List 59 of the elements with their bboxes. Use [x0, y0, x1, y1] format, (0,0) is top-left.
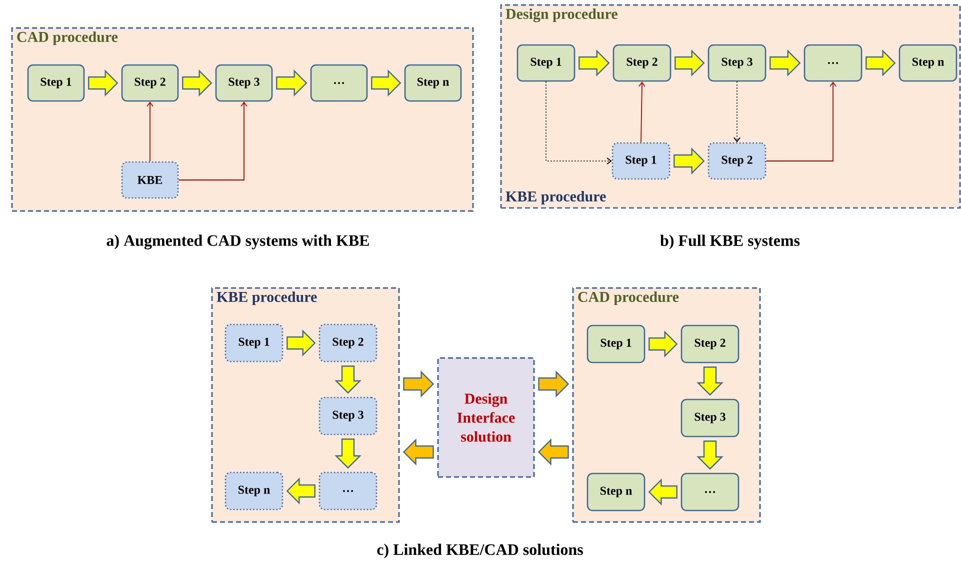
block-arrow [578, 50, 610, 76]
step-box: Step 1 [27, 64, 85, 102]
step-box: … [310, 64, 368, 102]
panel-caption: b) Full KBE systems [660, 234, 800, 250]
step-box: Step n [898, 44, 958, 82]
panel-heading: CAD procedure [578, 291, 679, 306]
panel-caption: c) Linked KBE/CAD solutions [377, 544, 583, 558]
step-box: Step 1 [516, 44, 576, 82]
panel-heading: Design procedure [506, 8, 618, 22]
dotted-arrow [546, 81, 612, 164]
block-arrow [770, 50, 801, 76]
step-box: Step 2 [318, 324, 378, 362]
block-arrow [538, 370, 570, 398]
step-box: Step 3 [318, 396, 378, 436]
block-arrow [696, 366, 724, 396]
step-box: Step 1 [586, 324, 646, 364]
connector-arrow [146, 102, 154, 162]
connector-arrow [766, 82, 836, 162]
step-box: Step 2 [680, 324, 740, 364]
step-box: Step 2 [612, 44, 672, 82]
block-arrow [648, 330, 678, 358]
block-arrow [182, 70, 212, 96]
step-box: Step 3 [708, 44, 766, 82]
panel-caption: a) Augmented CAD systems with KBE [106, 234, 369, 250]
step-box: Step n [404, 64, 462, 102]
connector-arrow [638, 82, 646, 143]
step-box: Step 1 [612, 142, 670, 180]
panel-heading: KBE procedure [216, 291, 317, 306]
block-arrow [538, 438, 569, 466]
block-arrow [696, 440, 724, 470]
block-arrow [403, 370, 434, 398]
block-arrow [866, 50, 896, 76]
block-arrow [371, 70, 402, 96]
block-arrow [334, 366, 362, 394]
step-box: Step n [586, 472, 646, 512]
step-box: Step n [224, 472, 284, 510]
step-box: Step 2 [121, 64, 179, 102]
step-box: … [680, 472, 740, 512]
step-box: Step 3 [215, 64, 273, 102]
block-arrow [674, 50, 705, 76]
block-arrow [334, 438, 362, 469]
block-arrow [402, 438, 434, 466]
step-box: … [318, 472, 378, 510]
panel-heading: KBE procedure [506, 190, 606, 205]
block-arrow [286, 478, 316, 504]
block-arrow [648, 478, 678, 506]
block-arrow [88, 70, 118, 96]
step-box: KBE [121, 161, 179, 199]
connector-arrow [178, 102, 248, 180]
panel-heading: CAD procedure [17, 31, 118, 46]
step-box: … [804, 44, 862, 82]
block-arrow [286, 330, 316, 356]
dotted-arrow [734, 81, 740, 142]
step-box: Step 1 [224, 324, 284, 362]
step-box: Step 2 [708, 142, 766, 180]
block-arrow [674, 148, 705, 174]
block-arrow [276, 70, 308, 96]
step-box: Step 3 [680, 398, 740, 438]
interface-box: Design Interface solution [437, 357, 535, 478]
